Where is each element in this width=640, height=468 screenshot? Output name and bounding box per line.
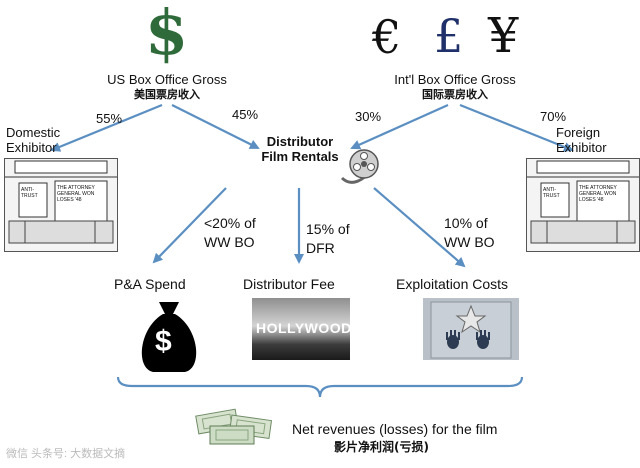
intl-gross-label: Int'l Box Office Gross 国际票房收入	[394, 72, 516, 101]
pct-intl-distributor: 30%	[355, 109, 382, 124]
foreign-sign-right: THE ATTORNEY GENERAL WON LOSES '48	[579, 185, 617, 203]
distributor-fee-label: Distributor Fee	[243, 276, 335, 292]
exploit-percent: 10% of WW BO	[444, 215, 495, 250]
pct-us-domestic: 55%	[96, 111, 123, 126]
euro-icon: €	[372, 10, 402, 64]
arrow-intl-to-foreign	[459, 103, 574, 152]
net-brace	[116, 376, 524, 398]
fee-percent: 15% of DFR	[306, 221, 350, 256]
domestic-exhibitor-label: Domestic Exhibitor	[6, 125, 61, 155]
domestic-sign-left: ANTI-TRUST	[21, 187, 38, 199]
money-bag-icon	[141, 302, 197, 372]
pa-percent: <20% of WW BO	[204, 215, 256, 250]
hollywood-sign-text: HOLLYWOOD	[256, 320, 350, 336]
arrow-intl-to-distributor	[350, 103, 449, 150]
pound-icon: £	[434, 9, 464, 63]
net-revenues-label: Net revenues (losses) for the film 影片净利润…	[292, 421, 498, 454]
arrow-distributor-to-exploit	[373, 187, 466, 268]
distributor-label: Distributor Film Rentals	[261, 134, 339, 164]
exploitation-costs-label: Exploitation Costs	[396, 276, 509, 292]
cash-stack-icon	[195, 408, 273, 445]
walk-of-fame-image	[423, 298, 519, 360]
hollywood-sign-image: HOLLYWOOD	[252, 298, 350, 360]
watermark: 微信 头条号: 大数据文摘	[6, 448, 126, 460]
us-gross-label: US Box Office Gross 美国票房收入	[107, 72, 227, 101]
money-bag-sign: $	[155, 325, 172, 358]
dollar-icon: $	[145, 0, 189, 69]
arrow-us-to-distributor	[171, 104, 260, 149]
foreign-theater-image: ANTI-TRUST THE ATTORNEY GENERAL WON LOSE…	[526, 158, 640, 252]
pct-intl-foreign: 70%	[540, 109, 567, 124]
film-reel-icon	[340, 149, 379, 184]
pa-spend-label: P&A Spend	[114, 276, 186, 292]
yen-icon: ¥	[488, 8, 519, 64]
domestic-sign-right: THE ATTORNEY GENERAL WON LOSES '48	[57, 185, 95, 203]
arrow-us-to-domestic	[50, 103, 163, 152]
foreign-exhibitor-label: Foreign Exhibitor	[556, 125, 607, 155]
foreign-sign-left: ANTI-TRUST	[543, 187, 560, 199]
domestic-theater-image: ANTI-TRUST THE ATTORNEY GENERAL WON LOSE…	[4, 158, 118, 252]
pct-us-distributor: 45%	[232, 107, 259, 122]
arrow-distributor-to-pa	[152, 187, 227, 264]
